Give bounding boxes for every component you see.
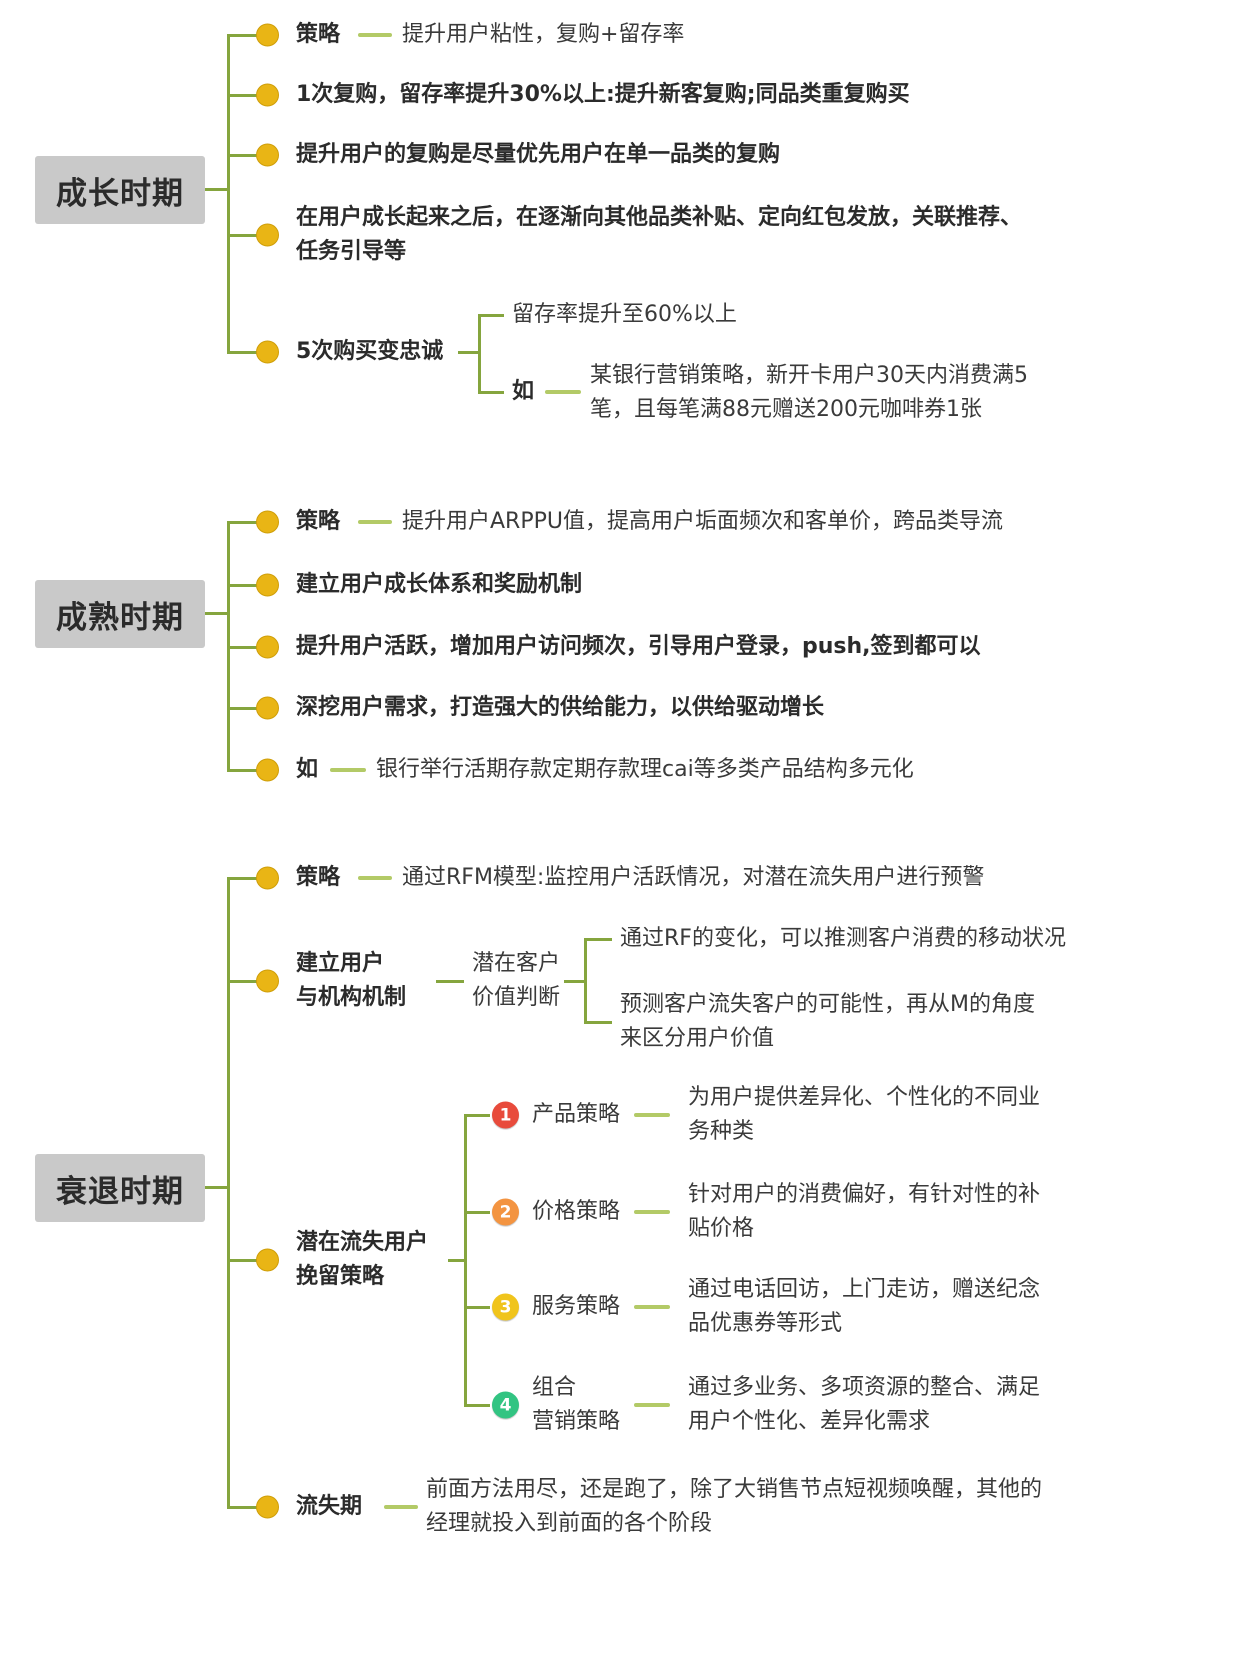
connector-line (464, 1404, 490, 1407)
node-mature-strategy[interactable]: 策略 (296, 509, 341, 534)
connector-line (227, 1259, 257, 1262)
bullet-icon (256, 573, 279, 597)
product-strategy-desc: 为用户提供差异化、个性化的不同业 务种类 (688, 1085, 1041, 1144)
connector-line (227, 34, 230, 353)
connector-line (205, 188, 228, 191)
connector-line (584, 938, 612, 941)
connector-line (227, 646, 257, 649)
node-growth-period[interactable]: 成长时期 (35, 156, 205, 224)
connector-dash (545, 390, 581, 394)
node-churn-period[interactable]: 流失期 (296, 1494, 363, 1519)
connector-line (227, 34, 257, 37)
churn-period-desc: 前面方法用尽，还是跑了，除了大销售节点短视频唤醒，其他的 经理就投入到前面的各个… (426, 1477, 1043, 1536)
connector-line (205, 612, 228, 615)
connector-dash (358, 33, 392, 37)
connector-line (227, 94, 257, 97)
connector-line (464, 1114, 490, 1117)
badge-2-icon: 2 (492, 1198, 519, 1226)
connector-line (227, 707, 257, 710)
node-price-strategy[interactable]: 价格策略 (532, 1199, 621, 1224)
node-growth-single-category[interactable]: 提升用户的复购是尽量优先用户在单一品类的复购 (296, 142, 781, 167)
node-decline-rf-change[interactable]: 通过RF的变化，可以推测客户消费的移动状况 (620, 926, 1066, 951)
connector-dash (634, 1210, 670, 1214)
node-growth-after-growth[interactable]: 在用户成长起来之后，在逐渐向其他品类补贴、定向红包发放，关联推荐、 任务引导等 (296, 205, 1023, 264)
connector-dash (634, 1113, 670, 1117)
combo-strategy-desc: 通过多业务、多项资源的整合、满足 用户个性化、差异化需求 (688, 1375, 1041, 1434)
node-growth-repurchase[interactable]: 1次复购，留存率提升30%以上:提升新客复购;同品类重复购买 (296, 82, 910, 107)
node-decline-churn-predict[interactable]: 预测客户流失客户的可能性，再从M的角度 来区分用户价值 (620, 992, 1035, 1051)
growth-example-desc: 某银行营销策略，新开卡用户30天内消费满5 笔，且每笔满88元赠送200元咖啡券… (590, 363, 1028, 422)
connector-line (227, 521, 257, 524)
connector-line (448, 1259, 466, 1262)
node-combo-strategy[interactable]: 组合 营销策略 (532, 1375, 621, 1434)
mature-example-desc: 银行举行活期存款定期存款理cai等多类产品结构多元化 (376, 757, 914, 782)
connector-line (227, 769, 257, 772)
connector-line (205, 1186, 228, 1189)
connector-dash (634, 1305, 670, 1309)
node-decline-value-judge[interactable]: 潜在客户 价值判断 (472, 951, 561, 1010)
node-service-strategy[interactable]: 服务策略 (532, 1294, 621, 1319)
connector-line (458, 351, 480, 354)
connector-line (564, 980, 586, 983)
node-decline-period[interactable]: 衰退时期 (35, 1154, 205, 1222)
bullet-icon (256, 1248, 279, 1272)
connector-line (478, 314, 504, 317)
bullet-icon (256, 866, 279, 890)
connector-line (227, 877, 257, 880)
connector-line (464, 1114, 467, 1407)
node-decline-retain[interactable]: 潜在流失用户 挽留策略 (296, 1230, 429, 1289)
connector-line (464, 1306, 490, 1309)
connector-line (227, 154, 257, 157)
bullet-icon (256, 143, 279, 167)
bullet-icon (256, 23, 279, 47)
node-mature-activity[interactable]: 提升用户活跃，增加用户访问频次，引导用户登录，push,签到都可以 (296, 634, 981, 659)
bullet-icon (256, 969, 279, 993)
bullet-icon (256, 1495, 279, 1519)
bullet-icon (256, 340, 279, 364)
node-mature-supply[interactable]: 深挖用户需求，打造强大的供给能力，以供给驱动增长 (296, 695, 825, 720)
connector-line (464, 1211, 490, 1214)
mature-strategy-desc: 提升用户ARPPU值，提高用户垢面频次和客单价，跨品类导流 (402, 509, 1003, 534)
bullet-icon (256, 758, 279, 782)
badge-3-icon: 3 (492, 1293, 519, 1321)
node-growth-example[interactable]: 如 (512, 379, 535, 404)
decline-strategy-desc: 通过RFM模型:监控用户活跃情况，对潜在流失用户进行预警 (402, 865, 985, 890)
bullet-icon (256, 223, 279, 247)
node-decline-strategy[interactable]: 策略 (296, 865, 341, 890)
service-strategy-desc: 通过电话回访，上门走访，赠送纪念 品优惠券等形式 (688, 1277, 1041, 1336)
price-strategy-desc: 针对用户的消费偏好，有针对性的补 贴价格 (688, 1182, 1041, 1241)
connector-line (227, 877, 230, 1509)
connector-line (584, 938, 587, 1023)
node-growth-strategy[interactable]: 策略 (296, 22, 341, 47)
connector-line (227, 234, 257, 237)
connector-dash (330, 768, 366, 772)
node-decline-mechanism[interactable]: 建立用户 与机构机制 (296, 951, 407, 1010)
growth-strategy-desc: 提升用户粘性，复购+留存率 (402, 22, 685, 47)
bullet-icon (256, 696, 279, 720)
node-mature-period[interactable]: 成熟时期 (35, 580, 205, 648)
connector-line (478, 391, 504, 394)
connector-line (584, 1021, 612, 1024)
connector-line (227, 584, 257, 587)
node-product-strategy[interactable]: 产品策略 (532, 1102, 621, 1127)
node-growth-loyalty[interactable]: 5次购买变忠诚 (296, 339, 444, 364)
connector-line (227, 980, 257, 983)
connector-line (436, 980, 464, 983)
connector-line (227, 1506, 257, 1509)
connector-dash (634, 1403, 670, 1407)
connector-dash (384, 1505, 418, 1509)
connector-dash (358, 876, 392, 880)
bullet-icon (256, 635, 279, 659)
node-mature-example[interactable]: 如 (296, 757, 319, 782)
connector-line (227, 351, 257, 354)
connector-dash (358, 520, 392, 524)
bullet-icon (256, 510, 279, 534)
badge-4-icon: 4 (492, 1391, 519, 1419)
connector-line (478, 314, 481, 394)
badge-1-icon: 1 (492, 1101, 519, 1129)
bullet-icon (256, 83, 279, 107)
node-mature-growth-system[interactable]: 建立用户成长体系和奖励机制 (296, 572, 583, 597)
node-growth-retention[interactable]: 留存率提升至60%以上 (512, 302, 737, 327)
